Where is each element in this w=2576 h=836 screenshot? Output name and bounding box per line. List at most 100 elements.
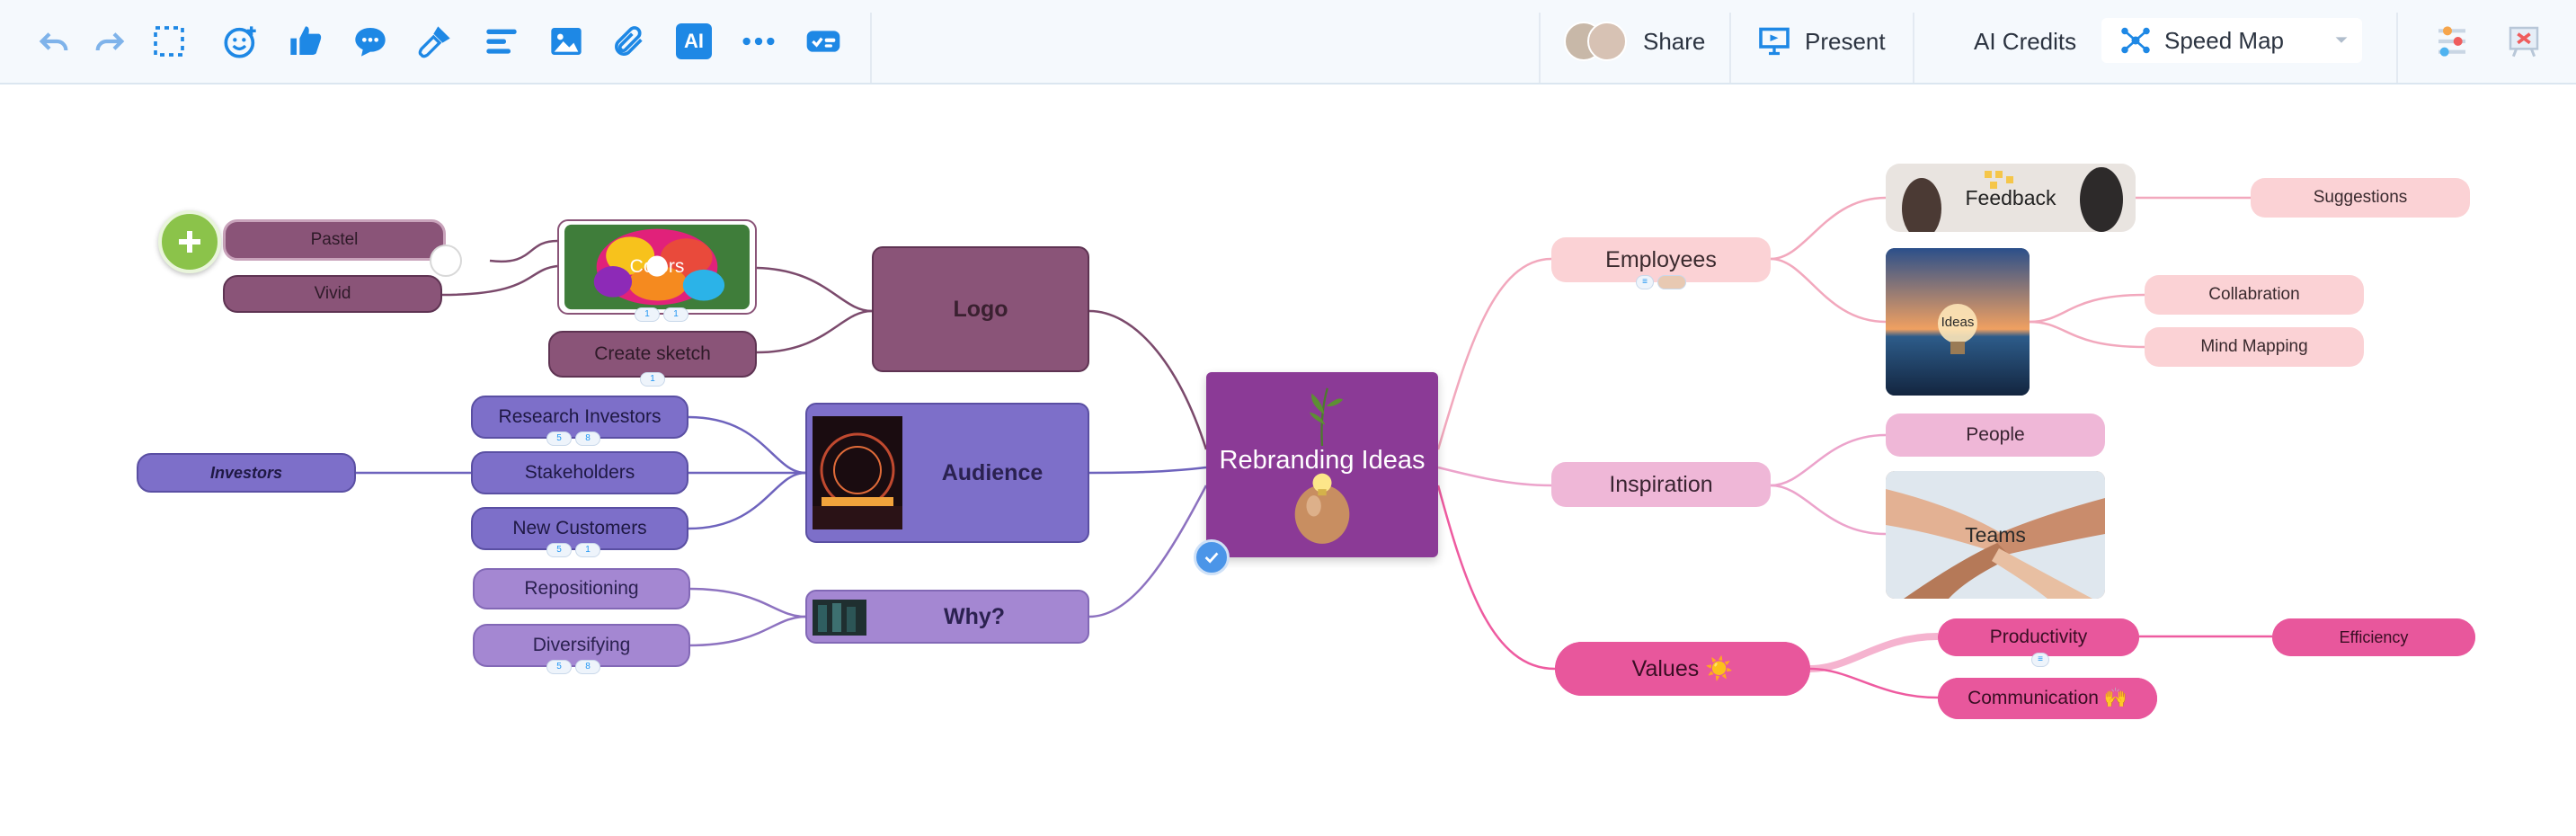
logo-node[interactable]: Logo	[872, 246, 1089, 372]
inspiration-label: Inspiration	[1609, 471, 1713, 497]
diversifying-label: Diversifying	[532, 635, 631, 655]
toolbar-divider	[1913, 13, 1914, 83]
comment-count-badge: 1	[663, 307, 688, 322]
share-button[interactable]: Share	[1564, 0, 1705, 83]
create-sketch-node[interactable]: Create sketch	[548, 331, 757, 378]
communication-node[interactable]: Communication 🙌	[1938, 678, 2157, 719]
toolbar-divider	[1729, 13, 1731, 83]
feedback-image-node[interactable]: Feedback	[1886, 164, 2136, 232]
redo-icon[interactable]	[88, 20, 131, 63]
feedback-label: Feedback	[1965, 185, 2056, 209]
chevron-down-icon	[2335, 37, 2348, 43]
select-area-icon[interactable]	[147, 20, 191, 63]
central-topic-node[interactable]: Rebranding Ideas	[1206, 372, 1438, 557]
present-button[interactable]: Present	[1758, 0, 1886, 83]
colors-label: Colors	[629, 256, 685, 277]
ai-credits-button[interactable]: AI Credits	[1974, 0, 2076, 83]
format-brush-icon[interactable]	[413, 20, 457, 63]
values-label: Values ☀️	[1631, 655, 1734, 681]
collabration-label: Collabration	[2208, 285, 2300, 304]
investors-label: Investors	[209, 463, 283, 482]
present-icon	[1759, 27, 1790, 56]
layout-label: Speed Map	[2164, 26, 2284, 54]
drag-handle[interactable]	[430, 245, 462, 277]
create-sketch-label: Create sketch	[594, 343, 711, 364]
pastel-label: Pastel	[310, 230, 359, 249]
ai-icon-label: AI	[676, 23, 712, 59]
undo-icon[interactable]	[32, 20, 76, 63]
investors-node[interactable]: Investors	[137, 453, 356, 493]
communication-label: Communication 🙌	[1968, 688, 2127, 708]
more-icon[interactable]	[737, 20, 780, 63]
colors-image-node[interactable]: Colors	[557, 219, 757, 315]
avatar	[1587, 22, 1627, 61]
layout-select[interactable]: Speed Map	[2101, 18, 2362, 63]
plant-icon	[1310, 387, 1344, 446]
meeting-image	[1886, 164, 2136, 232]
inspiration-node[interactable]: Inspiration	[1551, 462, 1771, 507]
attachment-count-badge: 5	[546, 660, 572, 674]
attachment-icon[interactable]	[608, 20, 651, 63]
ideas-label: Ideas	[1941, 314, 1975, 330]
attachment-count-badge: 1	[635, 307, 660, 322]
attachment-count-badge: 5	[546, 543, 572, 557]
audience-node[interactable]: Audience	[805, 403, 1089, 543]
vivid-node[interactable]: Vivid	[223, 275, 442, 313]
mind-mapping-node[interactable]: Mind Mapping	[2145, 327, 2364, 367]
vivid-label: Vivid	[314, 284, 351, 303]
values-node[interactable]: Values ☀️	[1555, 642, 1810, 696]
toolbar-divider	[1539, 13, 1541, 83]
stakeholders-node[interactable]: Stakeholders	[471, 451, 688, 494]
note-icon: ≡	[1636, 275, 1654, 289]
collabration-node[interactable]: Collabration	[2145, 275, 2364, 315]
audience-label: Audience	[941, 459, 1044, 485]
employees-node[interactable]: Employees	[1551, 237, 1771, 282]
settings-sliders-icon[interactable]	[2430, 20, 2474, 63]
ideas-image-node[interactable]: Ideas	[1886, 248, 2030, 396]
colors-badges[interactable]: 1 1	[635, 307, 688, 322]
ai-icon[interactable]: AI	[672, 20, 715, 63]
create-sketch-badges[interactable]: 1	[640, 372, 665, 387]
productivity-node[interactable]: Productivity	[1938, 618, 2139, 656]
add-emoji-icon[interactable]	[219, 20, 262, 63]
comment-count-badge: 1	[575, 543, 600, 557]
diversifying-badges[interactable]: 5 8	[546, 660, 600, 674]
ai-credits-label: AI Credits	[1974, 27, 2077, 55]
suggestions-node[interactable]: Suggestions	[2251, 178, 2470, 218]
attachment-count-badge: 5	[546, 431, 572, 446]
efficiency-label: Efficiency	[2339, 627, 2409, 646]
flower-image	[564, 224, 750, 310]
hands-image	[1886, 471, 2105, 599]
new-customers-badges[interactable]: 5 1	[546, 543, 600, 557]
stakeholders-label: Stakeholders	[524, 462, 635, 483]
add-topic-button[interactable]	[158, 210, 221, 273]
egg-icon	[1294, 473, 1350, 544]
pastel-node[interactable]: Pastel	[223, 219, 446, 261]
productivity-badges[interactable]: ≡	[2031, 653, 2049, 667]
plus-icon	[179, 231, 200, 253]
efficiency-node[interactable]: Efficiency	[2272, 618, 2475, 656]
comment-icon[interactable]	[349, 20, 392, 63]
image-icon[interactable]	[545, 20, 588, 63]
collaborator-avatars	[1564, 22, 1627, 61]
repositioning-node[interactable]: Repositioning	[473, 568, 690, 609]
image-thumbnail-icon	[1657, 275, 1686, 289]
concert-image	[813, 416, 902, 529]
thumbs-up-icon[interactable]	[284, 20, 327, 63]
research-investors-label: Research Investors	[498, 406, 662, 427]
question-image	[813, 600, 866, 636]
toolbar: AI Share Present AI Credits Speed Map	[0, 0, 2576, 84]
whiteboard-icon[interactable]	[2502, 20, 2545, 63]
checkmark-icon[interactable]	[1194, 539, 1230, 575]
teams-image-node[interactable]: Teams	[1886, 471, 2105, 599]
employees-badges[interactable]: ≡	[1636, 275, 1686, 289]
people-node[interactable]: People	[1886, 414, 2105, 457]
task-icon[interactable]	[802, 20, 845, 63]
attachment-count-badge: 1	[640, 372, 665, 387]
why-node[interactable]: Why?	[805, 590, 1089, 644]
toolbar-divider	[2396, 13, 2398, 83]
research-investors-badges[interactable]: 5 8	[546, 431, 600, 446]
share-label: Share	[1643, 27, 1706, 55]
productivity-label: Productivity	[1989, 627, 2088, 647]
text-align-icon[interactable]	[480, 20, 523, 63]
